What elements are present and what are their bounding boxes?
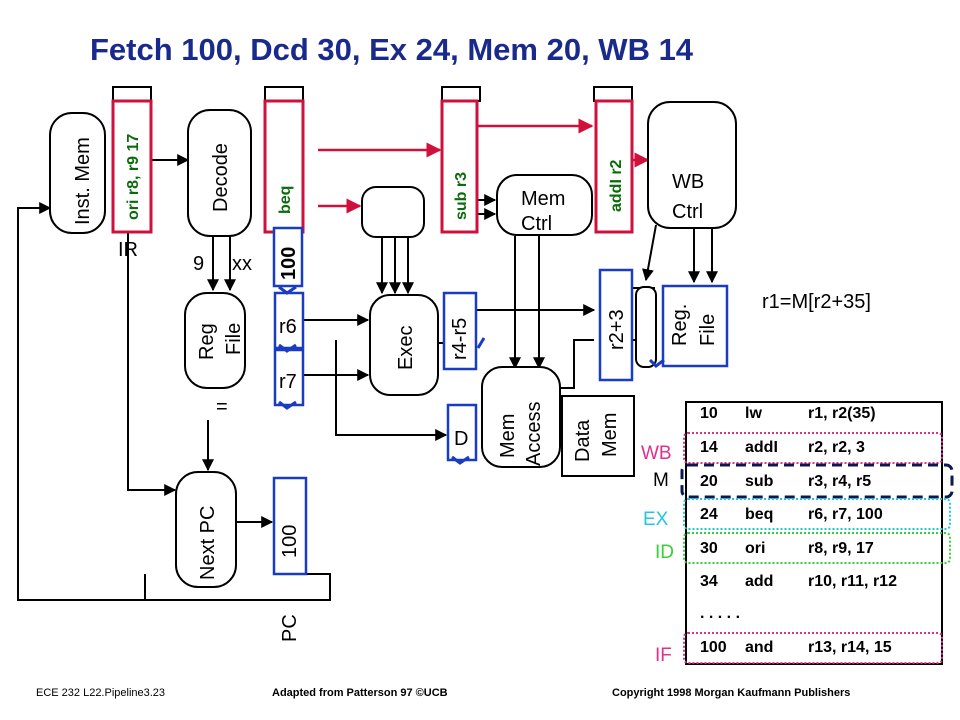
if-highlight (683, 632, 943, 664)
footer-left: ECE 232 L22.Pipeline3.23 (36, 687, 165, 699)
prog-op-4: ori (745, 540, 765, 557)
bypass-markers (278, 285, 665, 465)
mem-result: r2+3 (606, 309, 628, 350)
ir-register (111, 99, 153, 234)
prog-args-4: r8, r9, 17 (808, 540, 874, 557)
pc-register (272, 476, 308, 576)
id-ex-content: beq (277, 186, 294, 214)
prog-op-0: lw (745, 405, 762, 422)
ex-ctrl-block (361, 186, 425, 238)
prog-addr-7: 100 (700, 639, 727, 656)
exec-block (369, 294, 439, 396)
stage-wb: WB (641, 443, 672, 464)
prog-args-2: r3, r4, r5 (808, 473, 871, 490)
mem-wb-content: addI r2 (608, 159, 625, 212)
footer-right: Copyright 1998 Morgan Kaufmann Publisher… (612, 687, 850, 699)
data-mem-block (561, 395, 635, 477)
decode-out-xx: xx (232, 253, 252, 275)
ex-mem-register-cap (441, 86, 481, 102)
prog-op-1: addI (745, 439, 778, 456)
prog-args-3: r6, r7, 100 (808, 506, 883, 523)
mem-access-label-2: Access (523, 402, 545, 466)
alu-result: r4-r5 (449, 318, 471, 360)
ex-mem-content: sub r3 (453, 172, 470, 220)
wb-ctrl-label-2: Ctrl (672, 201, 703, 223)
prog-addr-0: 10 (700, 405, 718, 422)
data-mem-label-1: Data (572, 419, 594, 462)
prog-addr-6: . . . . . (700, 605, 740, 622)
slide-title: Fetch 100, Dcd 30, Ex 24, Mem 20, WB 14 (90, 32, 694, 67)
ex-mem-register (440, 99, 479, 234)
program-rows: 10 lw r1, r2(35) 14 addI r2, r2, 3 20 su… (700, 405, 897, 656)
prog-args-0: r1, r2(35) (808, 405, 876, 422)
mem-access-block (481, 366, 561, 468)
mem-ctrl-label-2: Ctrl (521, 213, 552, 235)
inst-mem-block (49, 112, 106, 234)
d-register (446, 403, 478, 462)
mem-access-label-1: Mem (497, 414, 519, 458)
next-pc-block (175, 471, 237, 588)
prog-addr-4: 30 (700, 540, 718, 557)
imm-value: 100 (278, 247, 300, 280)
wb-ctrl-block (647, 101, 737, 229)
alu-result-register (442, 291, 478, 371)
decode-block (187, 109, 252, 237)
prog-addr-2: 20 (700, 473, 718, 490)
wb-ctrl-label-1: WB (672, 171, 704, 193)
prog-op-3: beq (745, 506, 773, 523)
stage-if: IF (655, 645, 672, 666)
prog-args-5: r10, r11, r12 (808, 573, 897, 590)
prog-args-1: r2, r2, 3 (808, 439, 865, 456)
wb-mux (635, 286, 657, 368)
d-label: D (454, 428, 468, 450)
reg-file-label-2: File (223, 323, 245, 355)
prog-op-7: and (745, 639, 773, 656)
mem-wb-register (594, 99, 634, 234)
prog-addr-3: 24 (700, 506, 718, 523)
datapath-wires (17, 154, 718, 601)
exec-label: Exec (395, 326, 417, 370)
decode-label: Decode (210, 143, 232, 212)
id-highlight (683, 532, 951, 564)
mem-result-register (598, 268, 634, 382)
inst-mem-label: Inst. Mem (72, 137, 94, 225)
mem-ctrl-block (496, 174, 593, 236)
reg-file-label-1: Reg (196, 323, 218, 360)
r7-label: r7 (279, 371, 297, 393)
prog-op-5: add (745, 573, 773, 590)
footer-center: Adapted from Patterson 97 ©UCB (272, 687, 448, 699)
ir-content: ori r8, r9 17 (125, 134, 142, 220)
wb-highlight (683, 432, 943, 464)
equal-label: = (216, 396, 228, 418)
mem-highlight (680, 463, 954, 499)
mem-ctrl-label-1: Mem (521, 188, 565, 210)
control-wires (318, 118, 650, 214)
pc-value: 100 (279, 525, 301, 558)
wb-reg-file-label-1: Reg. (669, 304, 691, 346)
pc-label: PC (279, 614, 301, 642)
ex-highlight (683, 498, 951, 530)
prog-args-7: r13, r14, 15 (808, 639, 892, 656)
data-mem-label-2: Mem (599, 413, 621, 457)
imm-register (272, 226, 304, 288)
stage-ex: EX (643, 509, 669, 530)
next-pc-label: Next PC (197, 506, 219, 580)
stage-id: ID (655, 542, 674, 563)
wb-result-label: r1=M[r2+35] (762, 291, 871, 313)
stage-m: M (653, 470, 669, 491)
mem-wb-register-cap (593, 86, 633, 102)
prog-op-2: sub (745, 473, 774, 490)
wb-reg-file-block (661, 284, 729, 368)
ir-register-cap (112, 86, 152, 102)
decode-out-9: 9 (193, 253, 204, 275)
prog-addr-5: 34 (700, 573, 718, 590)
wb-reg-file-label-2: File (697, 314, 719, 346)
id-ex-register-cap (264, 86, 304, 102)
reg-file-block (184, 292, 246, 389)
prog-addr-1: 14 (700, 439, 718, 456)
ir-label: IR (118, 239, 138, 261)
r6-label: r6 (279, 316, 297, 338)
